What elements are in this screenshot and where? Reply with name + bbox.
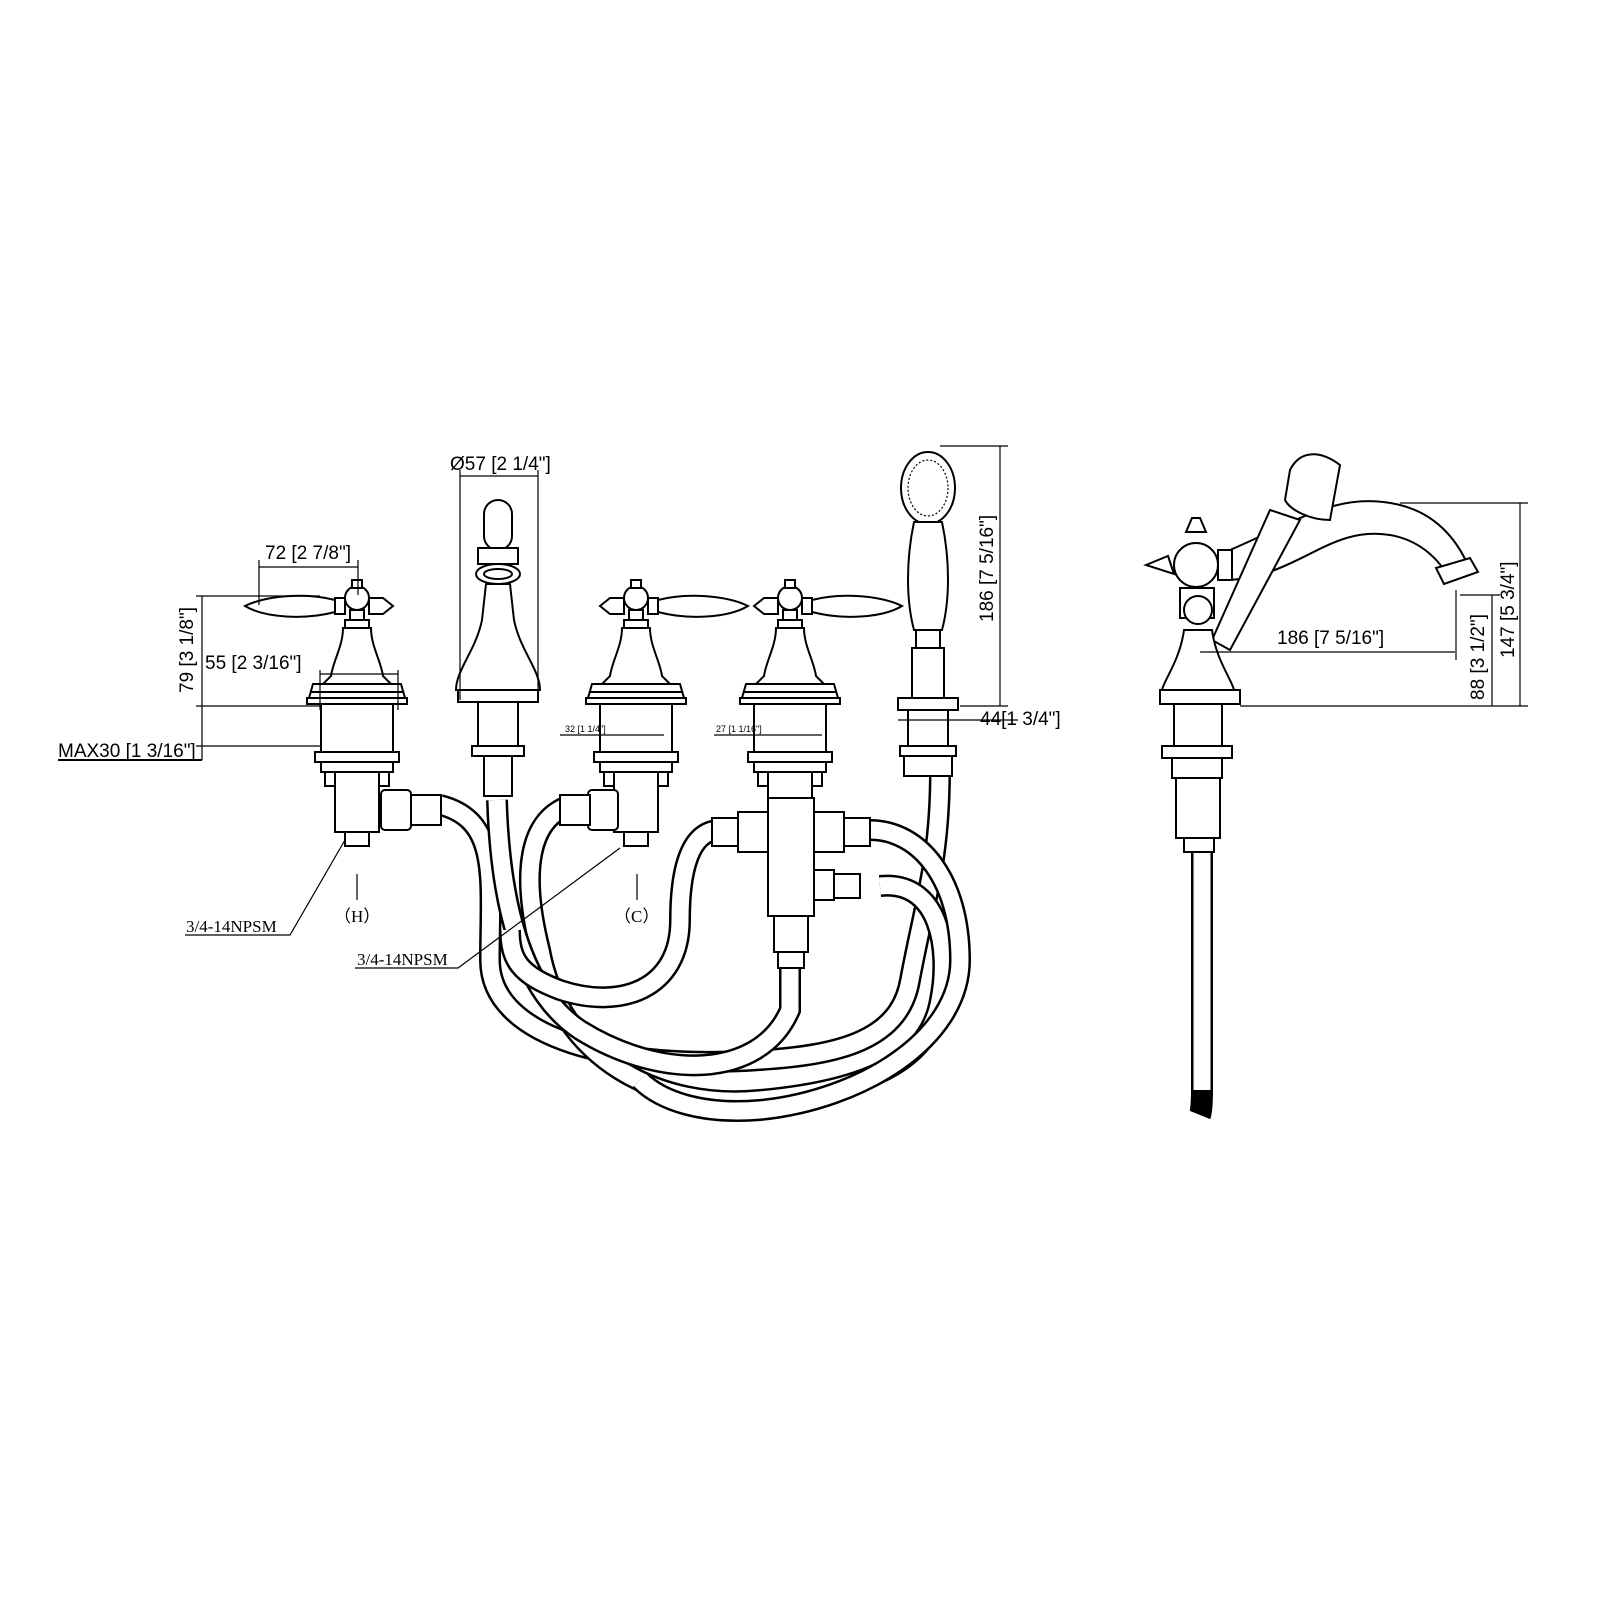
- supply-hoses: [436, 769, 972, 1122]
- dim-handshower-base: 44[1 3/4"]: [980, 709, 1061, 730]
- dimension-lines: [58, 445, 1528, 969]
- dim-max-deck: MAX30 [1 3/16"]: [58, 741, 196, 762]
- side-view: [1143, 453, 1480, 1120]
- cold-elbow: [559, 789, 619, 831]
- dim-escutcheon-width: 55 [2 3/16"]: [205, 653, 302, 674]
- dim-spout-reach: 186 [7 5/16"]: [1277, 628, 1384, 649]
- diverter-body: [711, 797, 871, 969]
- dim-handshower-height: 186 [7 5/16"]: [977, 515, 998, 622]
- hot-elbow: [380, 789, 442, 831]
- hot-valve: [244, 579, 408, 847]
- label-thread-hot: 3/4-14NPSM: [186, 917, 277, 936]
- dim-handle-width: 72 [2 7/8"]: [265, 543, 351, 564]
- label-thread-cold: 3/4-14NPSM: [357, 950, 448, 969]
- cold-valve: [585, 579, 749, 847]
- diverter-valve: [739, 579, 903, 847]
- label-cold: （C）: [614, 907, 659, 926]
- dim-spout-clearance: 88 [3 1/2"]: [1468, 614, 1489, 700]
- dim-shank-diverter: 27 [1 1/16"]: [716, 724, 762, 734]
- hand-shower: [897, 451, 959, 777]
- dim-handle-height: 79 [3 1/8"]: [177, 607, 198, 693]
- label-hot: （H）: [334, 907, 380, 926]
- dim-spout-diameter: Ø57 [2 1/4"]: [450, 454, 551, 475]
- dim-spout-height: 147 [5 3/4"]: [1498, 561, 1519, 658]
- tub-spout: [454, 499, 542, 797]
- dim-shank-cold: 32 [1 1/4"]: [565, 724, 606, 734]
